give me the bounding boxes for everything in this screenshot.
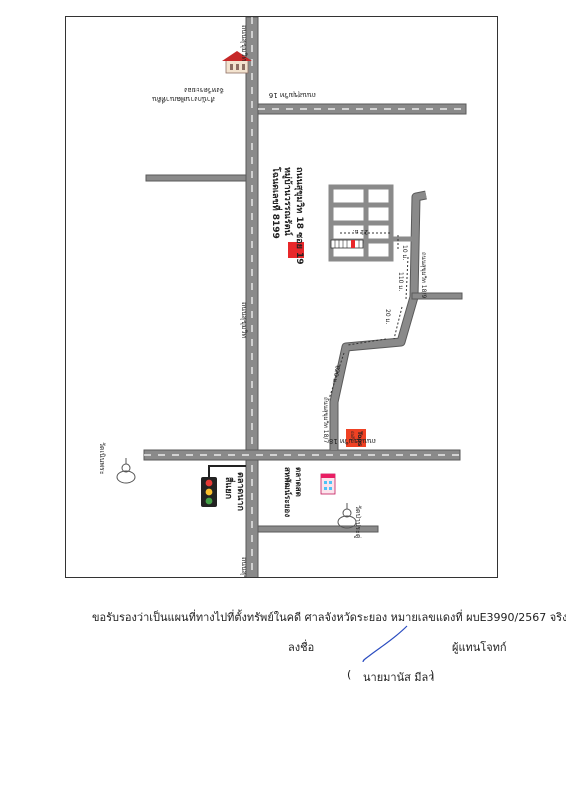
name-close-paren: ) — [430, 668, 435, 681]
property-parcel — [330, 239, 364, 249]
traffic-label-2: ตลาดนาก — [235, 472, 245, 511]
map-frame: ถนนสุขุมวิท ถนนสุขุมวิท ถนนสุขุมวิท ถนนส… — [65, 16, 498, 578]
distance-label-4: 20 ม. — [384, 309, 391, 324]
office-label-2: จังหวัดระยอง — [184, 86, 224, 94]
side-road-left — [145, 174, 247, 182]
signature-mark — [362, 625, 408, 662]
shop-label-1: สหพัฒน์ระยอง — [283, 467, 293, 517]
office-label-1: สำนักงานพัฒนาที่ดิน — [152, 95, 215, 104]
property-marker-icon — [288, 242, 304, 258]
shop-label-2: ตลาดสด — [294, 467, 303, 497]
distance-label-2: 10 ม. — [401, 245, 408, 260]
distance-label-5: 620 ม. — [331, 365, 341, 385]
side-road-bottom — [257, 525, 379, 533]
distance-lines — [327, 232, 409, 403]
map-labels: ถนนสุขุมวิท ถนนสุขุมวิท ถนนสุขุมวิท ถนนส… — [98, 25, 427, 578]
tops-sub-label: daily — [350, 431, 355, 441]
soi-18-label: ถนนสุขุมวิท 18 — [329, 437, 376, 445]
soi-16-road — [257, 103, 467, 115]
main-road — [245, 17, 259, 577]
roads — [143, 17, 467, 577]
land-office-building-icon — [222, 51, 252, 74]
temple-left-icon — [116, 458, 136, 484]
signer-name: นายมานัส มีลา — [363, 671, 435, 684]
market-building-icon — [320, 473, 336, 495]
branch-road-right — [411, 292, 463, 300]
traffic-light-icon — [201, 465, 246, 507]
certification-statement: ขอรับรองว่าเป็นแผนที่ทางไปที่ตั้งทรัพย์ใ… — [92, 611, 566, 624]
soi-16-label: ถนนสุขุมวิท 16 — [268, 91, 316, 99]
distance-label-1: 21 ม. — [353, 228, 368, 235]
main-road-label-bottom: ถนนสุขุมวิท — [240, 557, 248, 578]
distance-label-3: 110 ม. — [397, 272, 404, 291]
inner-soi-road — [329, 190, 427, 450]
property-label-2: หมู่บ้านวรรณรัตน์ — [282, 167, 294, 237]
temple-left-label: วัดเนินพระ — [98, 442, 106, 475]
soi-18-road — [143, 449, 461, 461]
location-map: ถนนสุขุมวิท ถนนสุขุมวิท ถนนสุขุมวิท ถนนส… — [98, 17, 467, 578]
role-label: ผู้แทนโจทก์ — [452, 641, 507, 654]
tops-store-icon — [346, 429, 366, 447]
temple-right-label: วัดป่าประดู่ — [354, 505, 362, 538]
main-road-label-top: ถนนสุขุมวิท — [240, 25, 248, 61]
tops-label: Tops — [356, 431, 363, 447]
right-soi-label: ถนนสุขุมวิท 18/9 — [420, 252, 427, 298]
property-label-3: ถนนสุขุมวิท 18 ซอย 19 — [294, 167, 305, 265]
traffic-label-1: สี่แยก — [223, 476, 236, 499]
property-label-1: โฉนดเลขที่ 8199 — [270, 166, 283, 239]
temple-right-icon — [337, 503, 357, 529]
name-open-paren: ( — [347, 668, 352, 681]
sign-label: ลงชื่อ — [288, 641, 315, 654]
main-road-label-mid: ถนนสุขุมวิท — [240, 302, 248, 338]
inner-soi-label: ถนนสุขุมวิท 18/7 — [322, 397, 329, 443]
